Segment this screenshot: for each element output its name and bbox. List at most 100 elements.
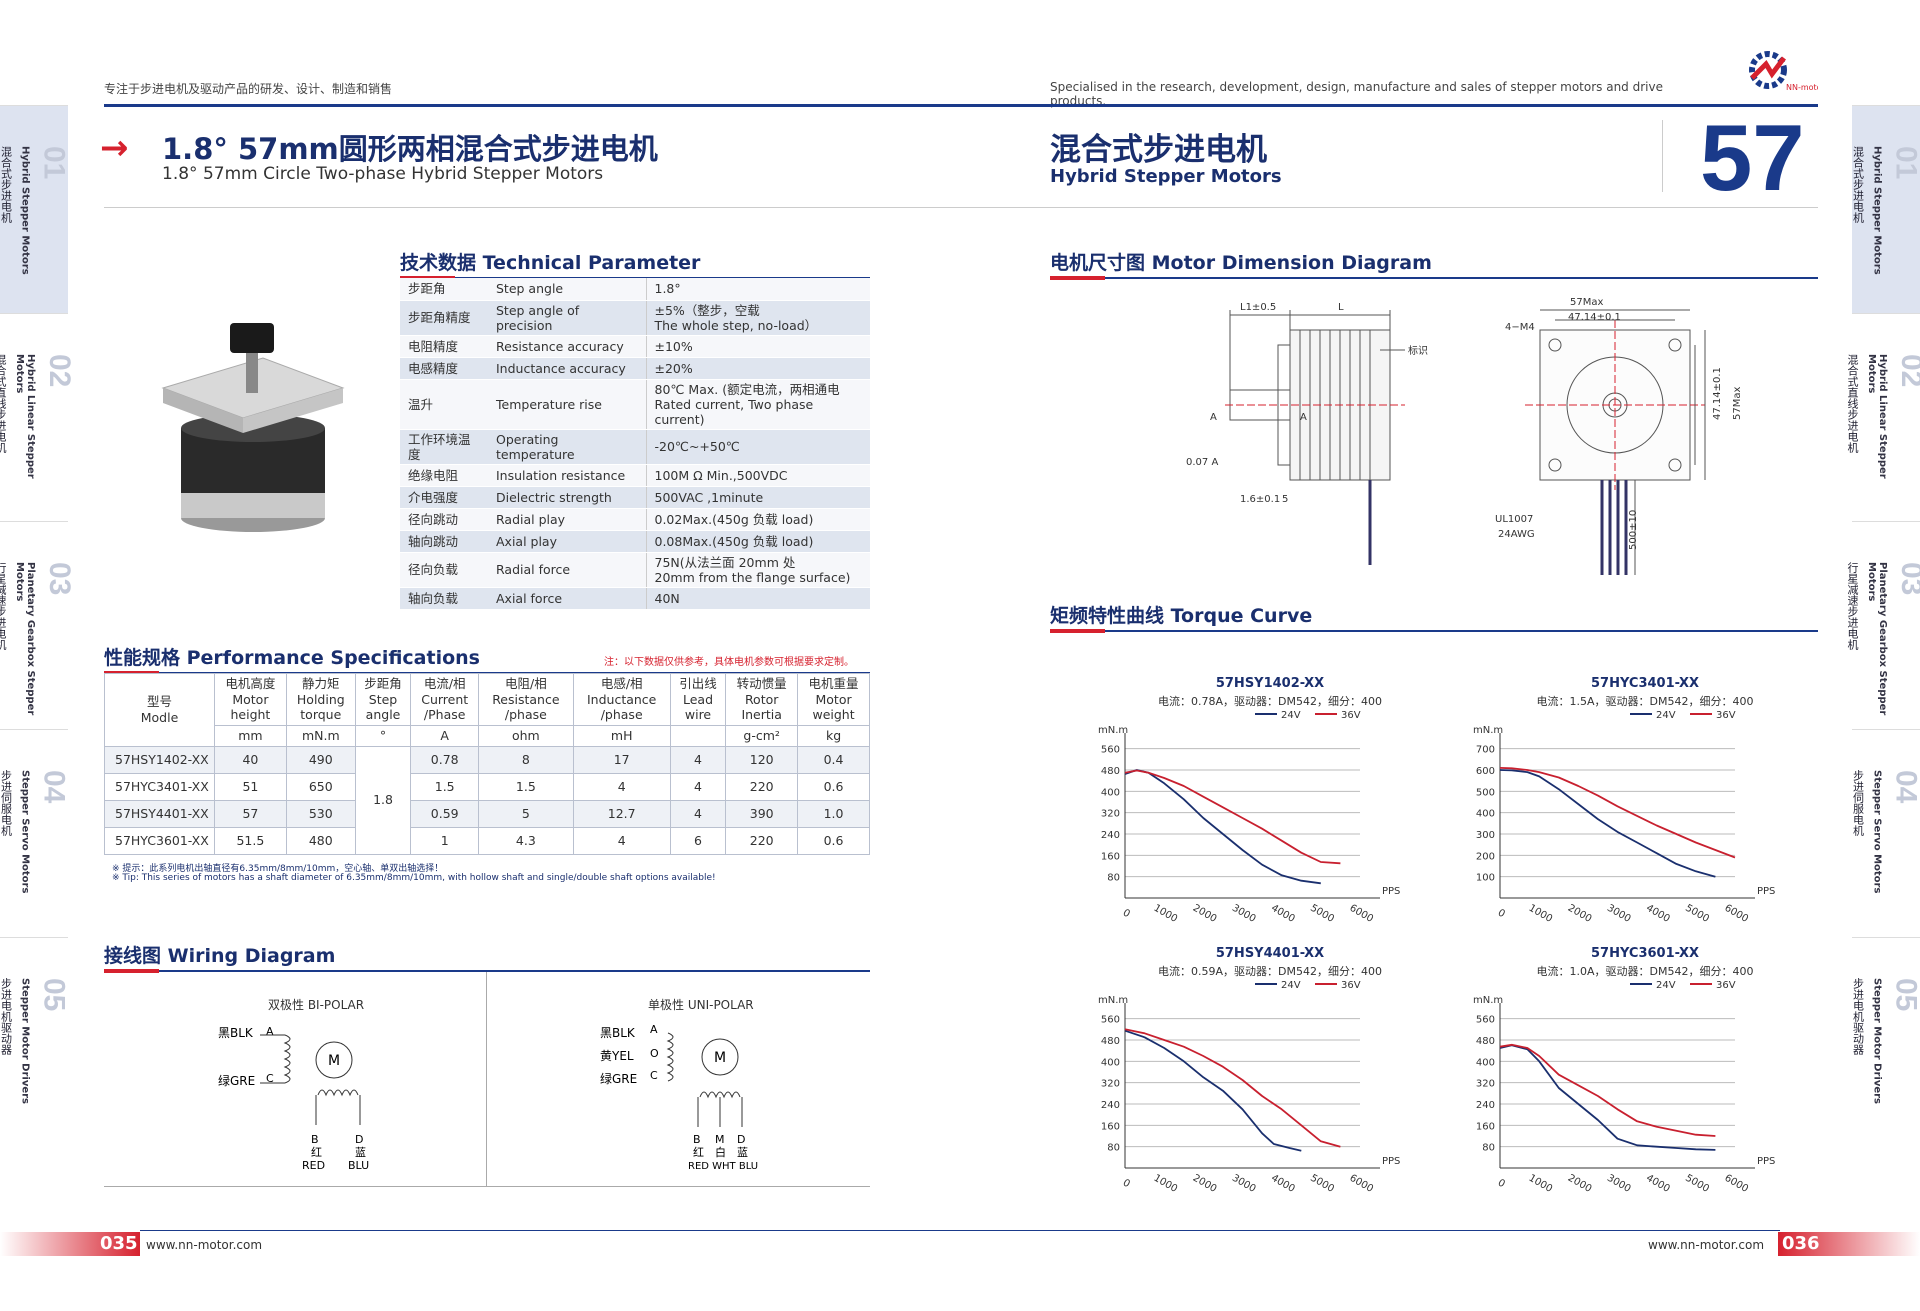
footer-left-url[interactable]: www.nn-motor.com [146,1238,263,1252]
y-tick-label: 480 [1476,1036,1495,1047]
perf-cell: 120 [725,745,799,774]
y-tick-label: 160 [1101,851,1120,862]
x-tick-label: 1000 [1527,1173,1555,1195]
legend-label: 24V [1656,710,1676,721]
tech-en: Radial force [488,552,647,588]
bipolar-label: 双极性 BI-POLAR [268,998,365,1012]
chart-title: 57HSY1402-XX [1215,676,1325,691]
legend-label: 36V [1341,710,1361,721]
x-tick-label: 0 [1121,907,1132,920]
series-line [1124,769,1341,865]
tech-en: Resistance accuracy [488,335,647,358]
perf-unit: kg [797,724,870,747]
y-axis-label: mN.m [1473,725,1503,736]
x-tick-label: 2000 [1191,903,1219,925]
perf-unit: mN.m [285,724,356,747]
legend-label: 36V [1716,980,1736,991]
perf-heading: 性能规格 Performance Specifications [104,643,870,675]
svg-text:5: 5 [1282,494,1288,505]
perf-tip-cn: ※ 提示：此系列电机出轴直径有6.35mm/8mm/10mm，空心轴、单双出轴选… [112,864,444,874]
tech-en: Operating temperature [488,429,647,465]
tech-cn: 径向跳动 [400,508,488,531]
tech-value: 100M Ω Min.,500VDC [646,464,870,487]
series-line [1499,767,1736,859]
perf-cell: 40 [214,745,287,774]
x-tick-label: 2000 [1566,1173,1594,1195]
wiring-bottom-rule [104,1186,870,1187]
footer-right-url[interactable]: www.nn-motor.com [1648,1238,1765,1252]
series-line [1124,1029,1302,1152]
y-tick-label: 80 [1482,1143,1495,1154]
perf-cell: 57HSY1402-XX [104,745,215,774]
y-tick-label: 320 [1101,1079,1120,1090]
svg-text:黑BLK: 黑BLK [218,1026,254,1040]
dimension-heading: 电机尺寸图 Motor Dimension Diagram [1050,248,1818,280]
perf-cell: 57HYC3601-XX [104,826,215,855]
tech-cn: 步距角精度 [400,300,488,336]
svg-text:M: M [714,1050,726,1066]
series-line [1124,1028,1341,1148]
y-tick-label: 480 [1101,766,1120,777]
svg-text:0.07 A: 0.07 A [1186,457,1218,468]
x-tick-label: 1000 [1527,903,1555,925]
legend-label: 24V [1281,980,1301,991]
torque-heading: 矩频特性曲线 Torque Curve [1050,601,1818,633]
dimension-drawing: L1±0.5 L 标识 1.6±0.1 5 57Max 47.14±0.1 4−… [1186,297,1743,575]
perf-cell: 0.59 [410,799,480,828]
x-axis-label: PPS [1382,886,1400,897]
chart-subtitle: 电流：0.59A，驱动器：DM542，细分：400 [1158,965,1382,978]
y-tick-label: 80 [1107,1143,1120,1154]
x-tick-label: 5000 [1308,1173,1336,1195]
x-tick-label: 0 [1496,1177,1507,1190]
x-tick-label: 0 [1496,907,1507,920]
y-tick-label: 480 [1101,1036,1120,1047]
footer-left-band [0,1232,140,1256]
motor-photo [158,318,348,538]
tech-value: ±20% [646,357,870,380]
perf-cell: 530 [285,799,356,828]
tech-cn: 轴向负载 [400,587,488,610]
tech-row: 步距角 Step angle 1.8° [400,278,870,301]
y-tick-label: 400 [1101,1057,1120,1068]
y-tick-label: 600 [1476,766,1495,777]
tech-en: Temperature rise [488,379,647,430]
y-tick-label: 160 [1476,1121,1495,1132]
svg-text:A: A [1300,412,1307,423]
y-axis-label: mN.m [1098,995,1128,1006]
perf-cell: 12.7 [572,799,671,828]
wiring-heading: 接线图 Wiring Diagram [104,941,870,973]
y-tick-label: 240 [1101,830,1120,841]
perf-cell: 57 [214,799,287,828]
x-tick-label: 4000 [1644,1173,1672,1195]
perf-cell: 4 [669,745,727,774]
svg-text:白: 白 [715,1145,726,1159]
tech-value: 0.08Max.(450g 负载 load) [646,530,870,553]
perf-step-angle: 1.8 [354,745,412,855]
series-number: 57 [1700,105,1805,210]
tech-value: 1.8° [646,278,870,301]
tech-row: 电感精度 Inductance accuracy ±20% [400,357,870,380]
svg-text:UL1007: UL1007 [1495,514,1533,525]
tech-en: Axial play [488,530,647,553]
